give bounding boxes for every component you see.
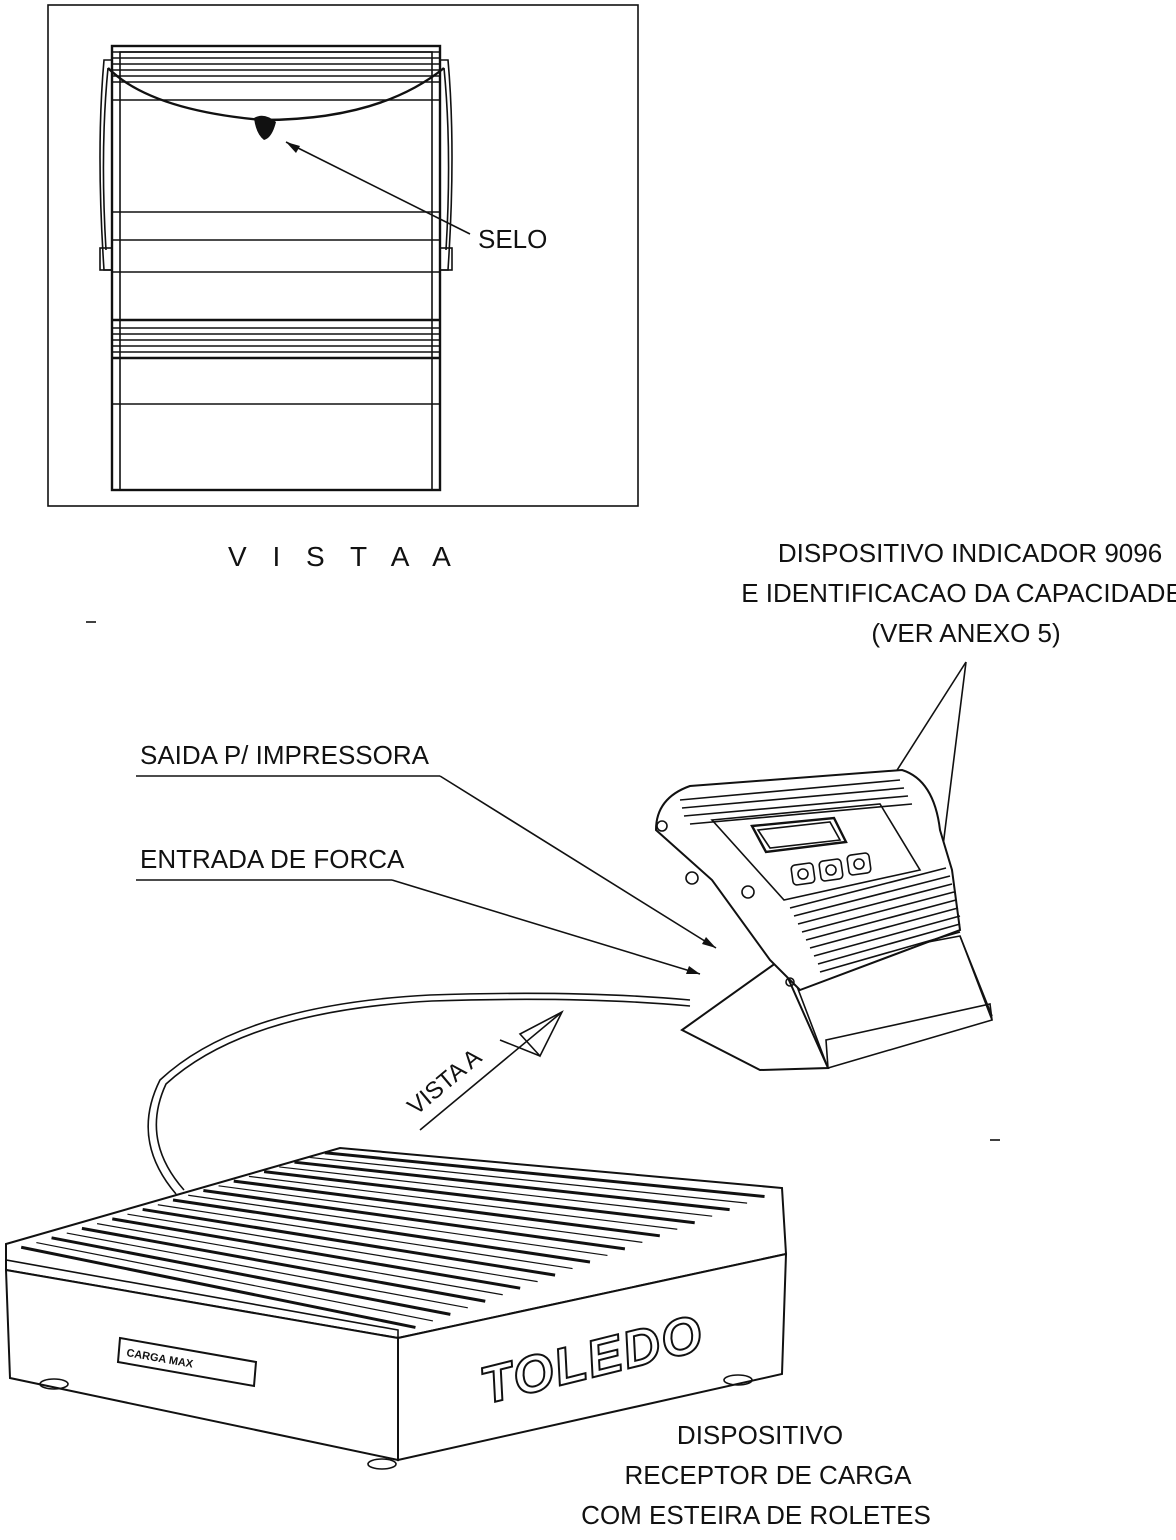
roller-line: [279, 1166, 713, 1217]
indicator-leader-2: [939, 661, 967, 871]
power-input-leader: [391, 879, 701, 975]
roller-line: [142, 1207, 556, 1277]
platform-visible: CARGA MAX TOLEDO: [4, 1146, 788, 1470]
selo-label: SELO: [478, 224, 547, 254]
platform-right-face: [397, 1252, 788, 1462]
indicator-label-line1: DISPOSITIVO INDICADOR 9096: [778, 538, 1162, 568]
view-a-inset: SELO: [47, 4, 639, 507]
selo-arrowhead: [286, 142, 300, 153]
platform-label-line2: RECEPTOR DE CARGA: [624, 1460, 912, 1490]
roller-line: [309, 1156, 748, 1204]
view-a-mid-ribs: [112, 318, 440, 360]
roller-line: [81, 1226, 486, 1303]
roller-line: [96, 1223, 503, 1296]
roller-line: [112, 1217, 521, 1290]
roller-line: [203, 1189, 626, 1251]
roller-line: [294, 1160, 730, 1212]
indicator-knob-1: [685, 871, 699, 885]
roller-line: [248, 1175, 678, 1230]
roller-line: [157, 1204, 573, 1270]
selo-leader-line: [285, 141, 471, 235]
platform-label-line1: DISPOSITIVO: [677, 1420, 843, 1450]
indicator-panel: [710, 803, 922, 901]
roller-line: [263, 1170, 695, 1225]
seal-lead: [254, 115, 276, 140]
roller-line: [51, 1236, 451, 1316]
view-a-device-outline: [110, 44, 442, 492]
indicator-device: [654, 768, 994, 1072]
capacity-plate-face: [116, 1336, 258, 1388]
cable-inner: [155, 998, 691, 1191]
key-zero: [818, 858, 844, 882]
indicator-display: [750, 816, 848, 854]
foot-right: [723, 1374, 753, 1386]
power-input-label: ENTRADA DE FORCA: [140, 844, 405, 874]
indicator-label-line3: (VER ANEXO 5): [871, 618, 1060, 648]
view-a-title: V I S T A A: [228, 541, 460, 572]
platform-roller-lines: [20, 1151, 765, 1329]
foot-front: [367, 1458, 397, 1470]
key-power: [846, 852, 872, 876]
view-a-top-ribs: [112, 51, 440, 101]
roller-line: [66, 1232, 468, 1309]
roller-line: [20, 1245, 416, 1329]
roller-line: [218, 1185, 643, 1243]
printer-output-label: SAIDA P/ IMPRESSORA: [140, 740, 430, 770]
key-tare: [790, 862, 816, 886]
platform-label-line3: COM ESTEIRA DE ROLETES: [581, 1500, 931, 1530]
indicator-keys: [790, 852, 872, 886]
roller-line: [233, 1179, 661, 1238]
roller-line: [324, 1151, 765, 1199]
view-a-frame: [47, 4, 639, 507]
indicator-label-line2: E IDENTIFICACAO DA CAPACIDADE: [741, 578, 1176, 608]
roller-line: [188, 1194, 608, 1257]
indicator-body: [654, 768, 962, 992]
indicator-knob-2: [741, 885, 755, 899]
view-a-direction-arrow: VISTA A: [403, 1010, 564, 1131]
roller-line: [36, 1241, 434, 1322]
roller-line: [172, 1198, 591, 1264]
indicator-front-ribs: [789, 867, 961, 973]
indicator-top-ribs: [679, 779, 913, 825]
roller-line: [127, 1213, 538, 1283]
foot-left: [39, 1378, 69, 1390]
printer-output-leader: [439, 775, 717, 949]
cable-outer: [147, 992, 691, 1195]
